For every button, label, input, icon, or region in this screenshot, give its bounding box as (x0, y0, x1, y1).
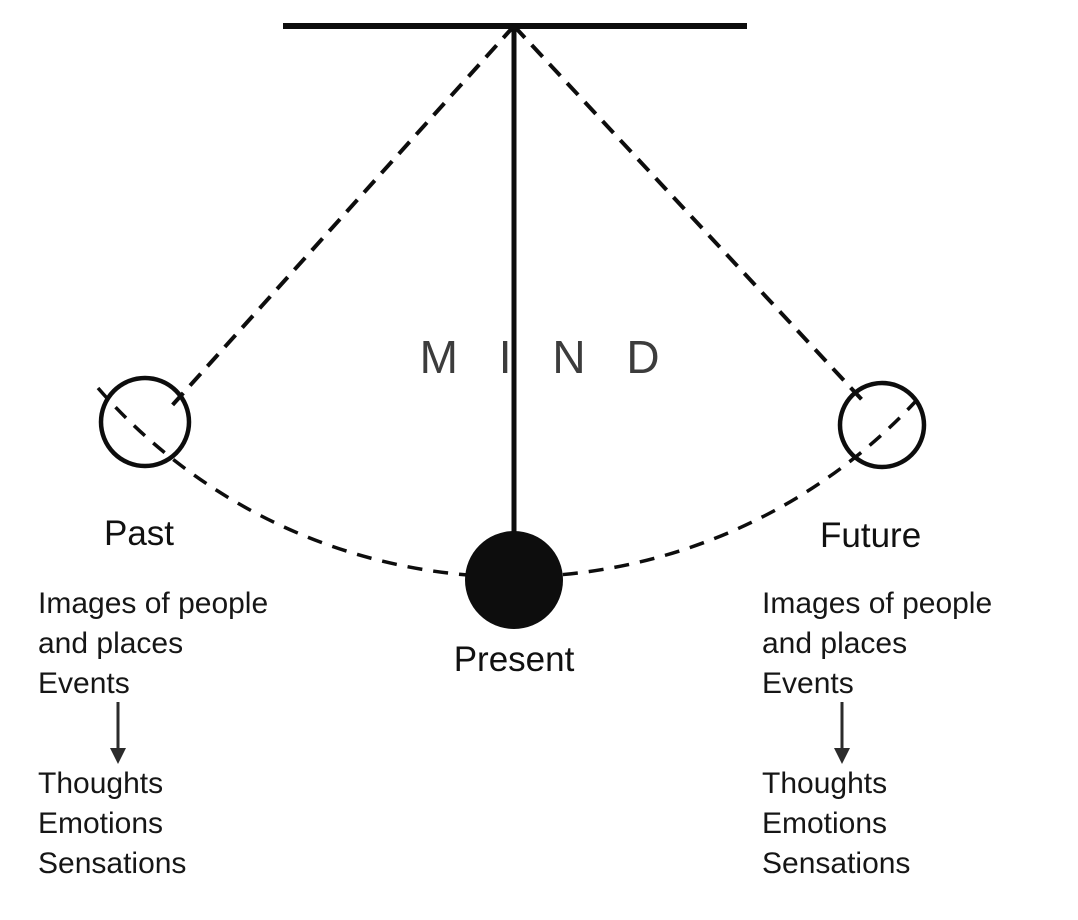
future-result-block: Thoughts Emotions Sensations (762, 764, 910, 884)
text-line: and places (38, 627, 184, 660)
right-swing-rod (512, 24, 866, 404)
text-line: Thoughts (762, 767, 888, 800)
swing-arc (96, 386, 917, 579)
mind-title: M I N D (419, 331, 674, 383)
past-source-block: Images of people and places Events (38, 584, 268, 704)
text-line: Events (762, 667, 854, 700)
text-line: Emotions (38, 807, 164, 840)
past-bob (98, 375, 192, 469)
future-source-block: Images of people and places Events (762, 584, 992, 704)
text-line: Thoughts (38, 767, 164, 800)
present-bob (465, 531, 563, 629)
future-label: Future (820, 516, 922, 555)
text-line: and places (762, 627, 908, 660)
past-result-block: Thoughts Emotions Sensations (38, 764, 186, 884)
text-line: Emotions (762, 807, 888, 840)
past-label: Past (104, 514, 175, 553)
down-arrow-icon (110, 702, 126, 764)
future-bob (837, 380, 927, 470)
text-line: Images of people (38, 587, 269, 620)
text-line: Images of people (762, 587, 993, 620)
text-line: Sensations (762, 847, 911, 880)
text-line: Sensations (38, 847, 187, 880)
down-arrow-icon (834, 702, 850, 764)
left-swing-rod (166, 24, 516, 412)
present-label: Present (453, 640, 575, 679)
text-line: Events (38, 667, 130, 700)
